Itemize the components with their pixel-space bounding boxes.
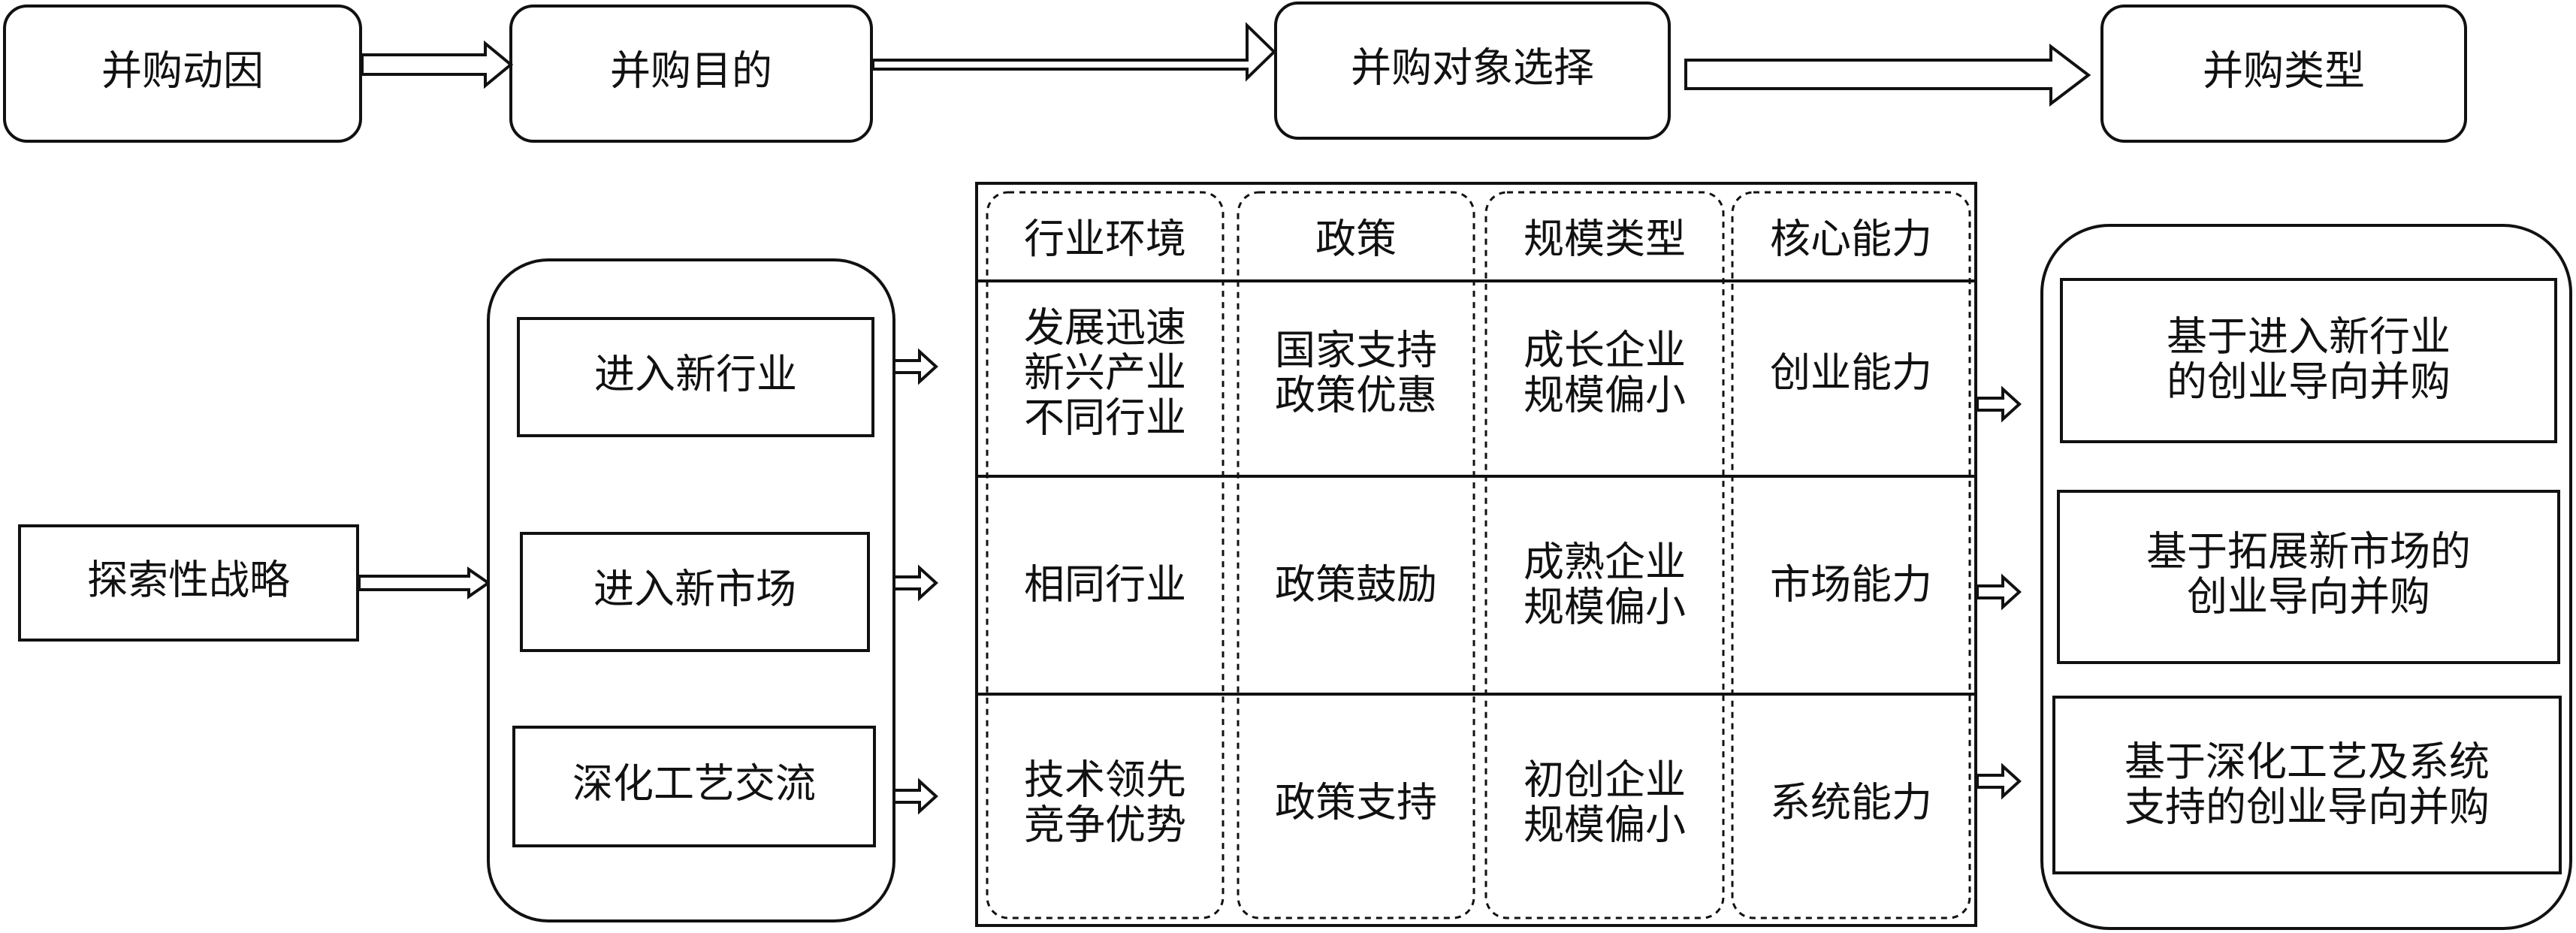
matrix-cell-r3-scale-type-line-1: 初创企业	[1524, 756, 1686, 804]
flow-step-purpose-label: 并购目的	[610, 47, 772, 95]
type-box-deepen-craft: 基于深化工艺及系统 支持的创业导向并购	[2052, 696, 2562, 874]
strategy-arrow	[358, 566, 491, 599]
purpose-box-deepen-craft: 深化工艺交流	[512, 726, 876, 847]
matrix-cell-r3-scale-type-line-2: 规模偏小	[1524, 802, 1686, 849]
matrix-cell-r2-policy-line-1: 政策鼓励	[1275, 561, 1437, 608]
purpose-arrow-2	[892, 564, 938, 602]
matrix-cell-r1-industry-environment-line-3: 不同行业	[1024, 394, 1186, 442]
matrix-cell-r1-scale-type-line-1: 成长企业	[1524, 327, 1686, 374]
matrix-cell-r1-policy-line-2: 政策优惠	[1275, 372, 1437, 419]
flow-step-type: 并购类型	[2100, 5, 2467, 143]
flow-step-motive-label: 并购动因	[101, 47, 264, 95]
strategy-label: 探索性战略	[87, 557, 290, 604]
flow-step-target-label: 并购对象选择	[1351, 44, 1594, 92]
strategy-box: 探索性战略	[18, 524, 359, 642]
matrix-cell-r1-scale-type-line-2: 规模偏小	[1524, 372, 1686, 419]
flow-arrow-1	[361, 40, 514, 89]
matrix-cell-r3-industry-environment-line-2: 竞争优势	[1024, 802, 1186, 849]
purpose-box-new-industry: 进入新行业	[517, 317, 874, 437]
matrix-cell-r2-core-capability-line-1: 市场能力	[1770, 561, 1932, 608]
type-label-new-market-line-1: 基于拓展新市场的	[2146, 528, 2471, 575]
flow-step-target: 并购对象选择	[1274, 2, 1671, 140]
matrix-cell-r2-scale-type-line-1: 成熟企业	[1524, 539, 1686, 586]
matrix-header-policy: 政策	[1315, 216, 1397, 263]
matrix-header-scale-type: 规模类型	[1524, 216, 1686, 263]
matrix-cell-r1-core-capability-line-1: 创业能力	[1770, 349, 1932, 397]
matrix-header-core-capability: 核心能力	[1770, 216, 1932, 263]
matrix-cell-r1-policy-line-1: 国家支持	[1275, 327, 1437, 374]
matrix-arrow-2	[1976, 573, 2022, 611]
type-box-new-market: 基于拓展新市场的 创业导向并购	[2057, 490, 2560, 664]
selection-matrix: 行业环境政策规模类型核心能力发展迅速新兴产业不同行业国家支持政策优惠成长企业规模…	[975, 182, 1977, 927]
type-label-new-market-line-2: 创业导向并购	[2187, 573, 2430, 620]
purpose-label-new-industry: 进入新行业	[594, 351, 797, 398]
matrix-cell-r1-industry-environment-line-1: 发展迅速	[1024, 304, 1186, 352]
flow-step-motive: 并购动因	[3, 5, 362, 143]
purpose-arrow-3	[892, 778, 938, 815]
flow-step-purpose: 并购目的	[509, 5, 873, 143]
matrix-cell-r1-industry-environment-line-2: 新兴产业	[1024, 349, 1186, 397]
purpose-label-deepen-craft: 深化工艺交流	[572, 760, 816, 808]
purpose-arrow-1	[892, 348, 938, 385]
matrix-cell-r3-core-capability-line-1: 系统能力	[1770, 779, 1932, 826]
purpose-label-new-market: 进入新市场	[593, 566, 796, 613]
matrix-cell-r2-industry-environment-line-1: 相同行业	[1024, 561, 1186, 608]
matrix-cell-r3-policy-line-1: 政策支持	[1275, 779, 1437, 826]
matrix-cell-r2-scale-type-line-2: 规模偏小	[1524, 584, 1686, 631]
type-label-new-industry-line-1: 基于进入新行业	[2167, 313, 2451, 361]
matrix-arrow-3	[1976, 762, 2022, 800]
matrix-arrow-1	[1976, 385, 2022, 423]
type-box-new-industry: 基于进入新行业 的创业导向并购	[2060, 278, 2557, 443]
purpose-box-new-market: 进入新市场	[520, 532, 870, 652]
type-label-new-industry-line-2: 的创业导向并购	[2167, 358, 2451, 406]
flow-arrow-2	[871, 22, 1276, 82]
type-label-deepen-craft-line-2: 支持的创业导向并购	[2125, 784, 2490, 831]
matrix-header-industry-environment: 行业环境	[1024, 216, 1186, 263]
matrix-cell-r3-industry-environment-line-1: 技术领先	[1024, 756, 1186, 804]
type-label-deepen-craft-line-1: 基于深化工艺及系统	[2125, 738, 2490, 786]
flow-arrow-3	[1684, 43, 2091, 107]
flow-step-type-label: 并购类型	[2203, 47, 2365, 95]
